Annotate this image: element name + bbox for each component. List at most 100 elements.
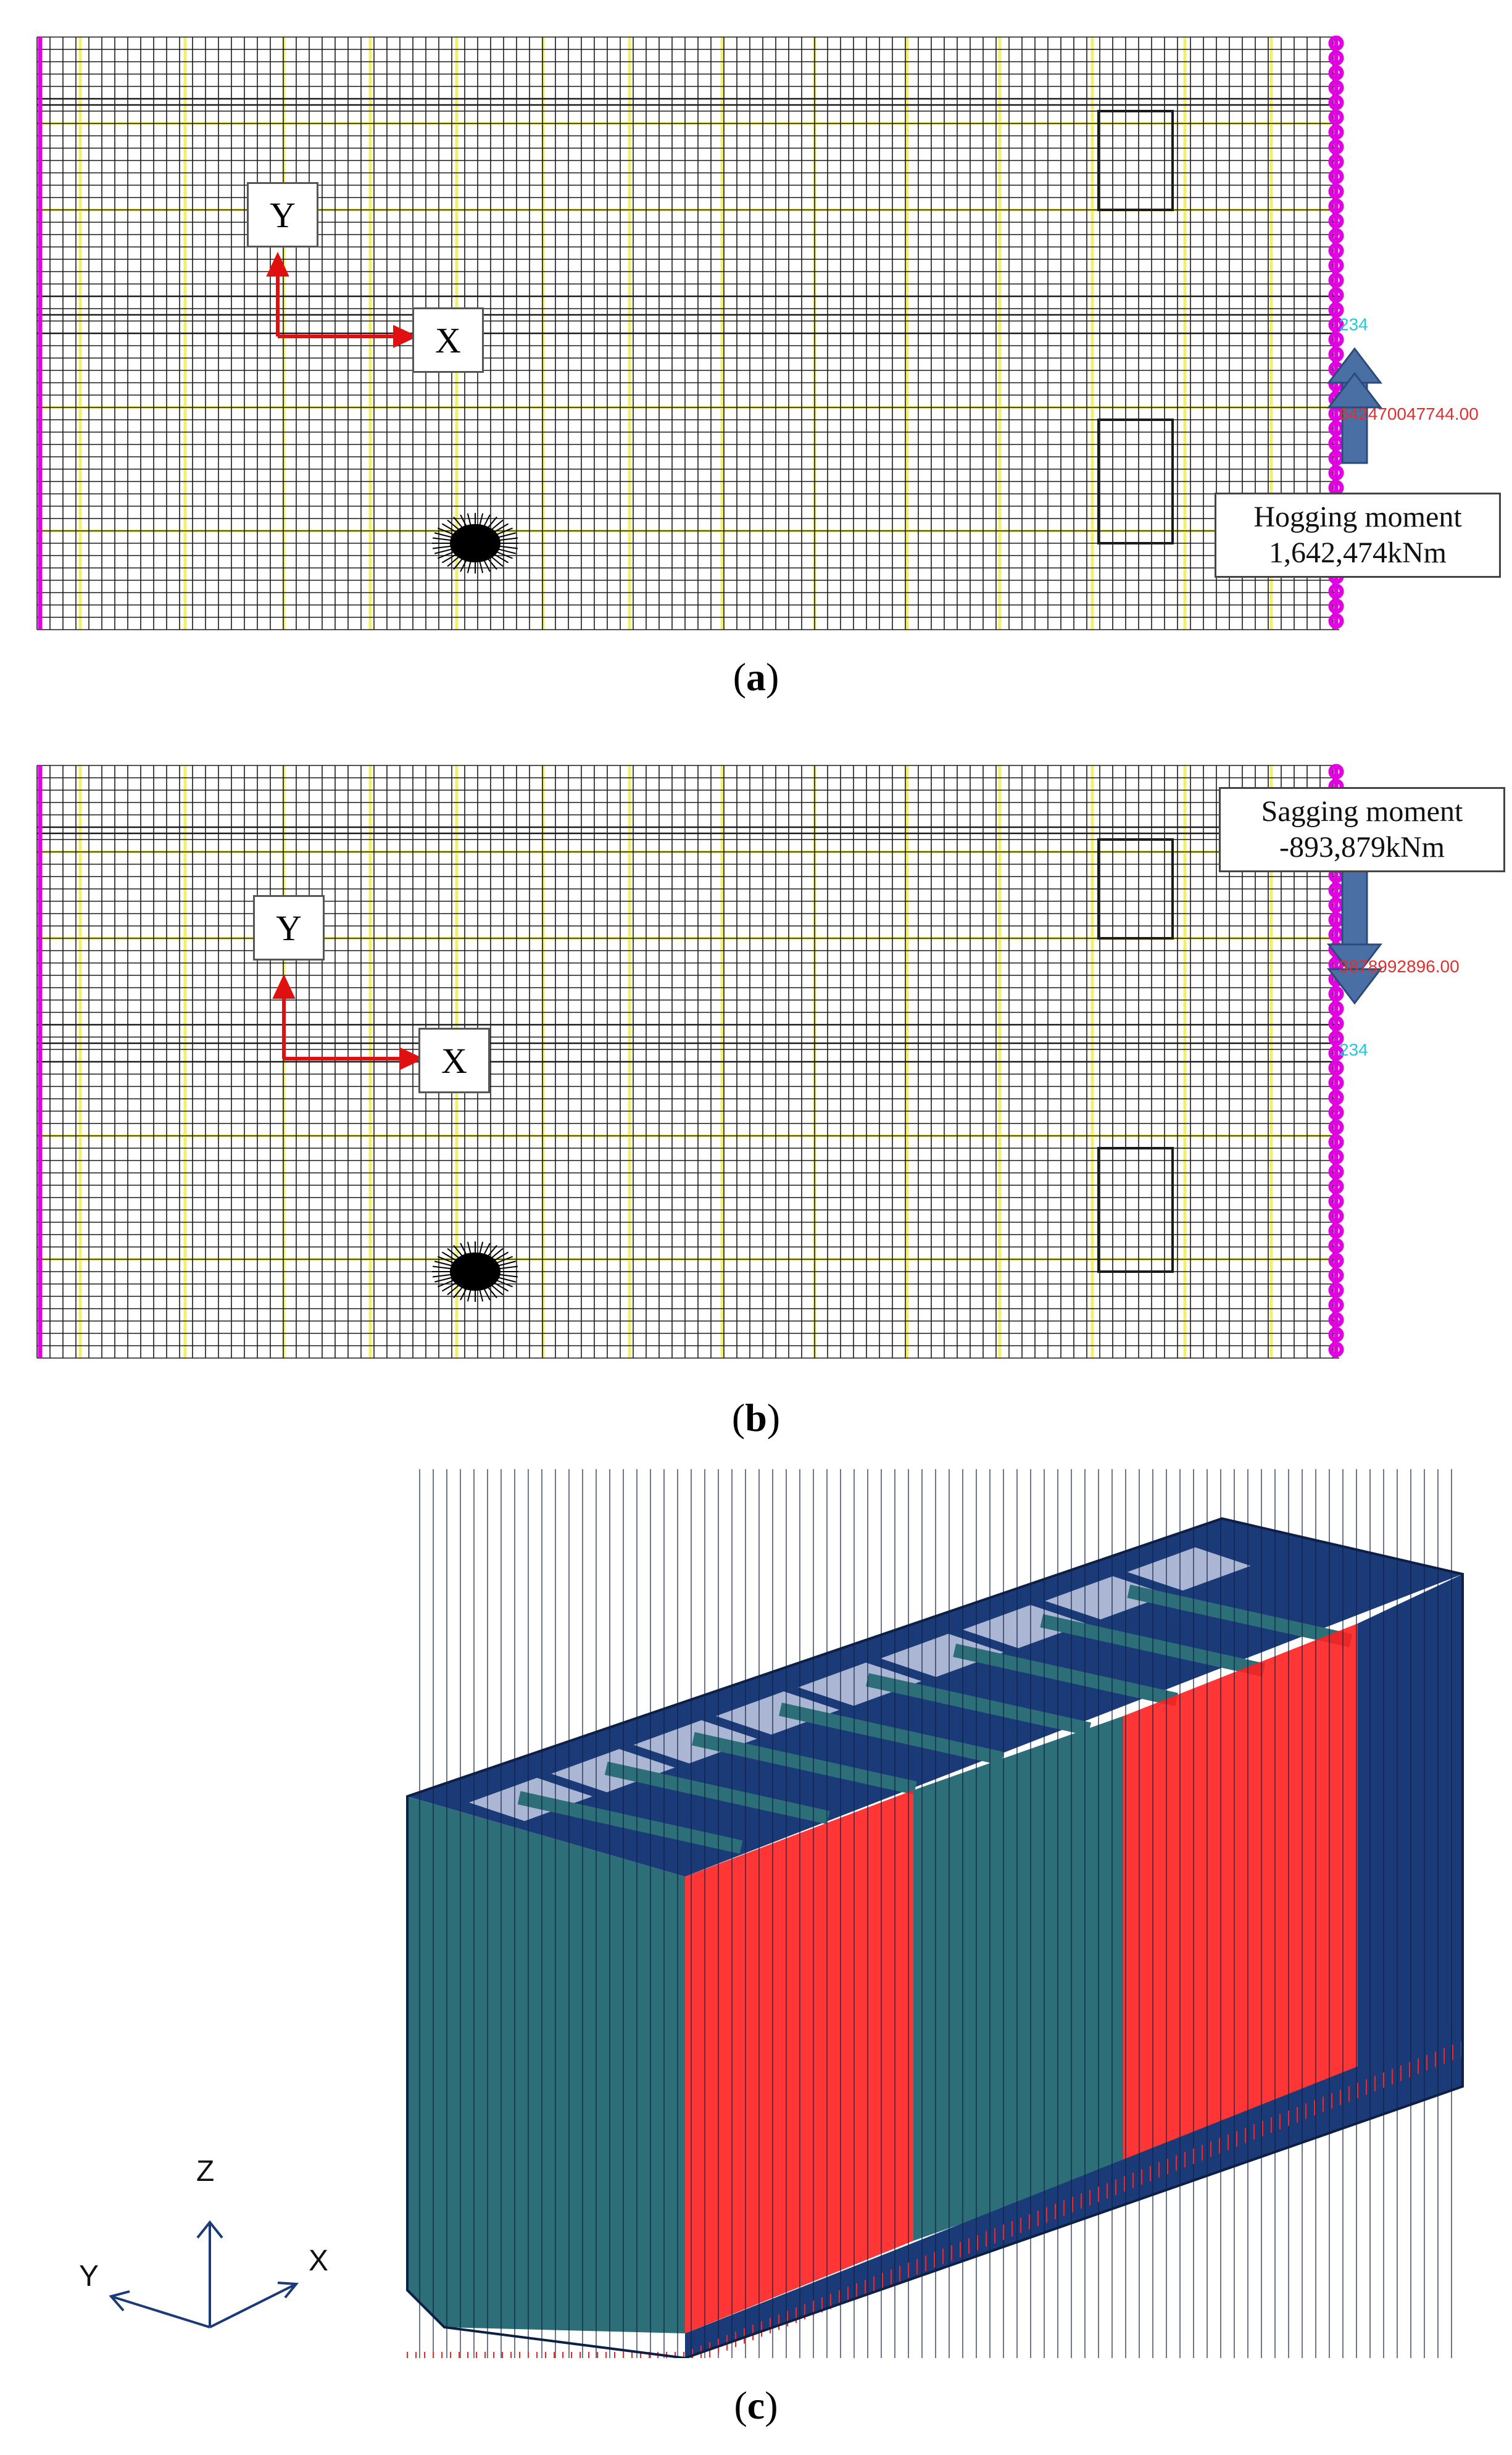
middle-bulkhead: [913, 1716, 1123, 2241]
y-axis-label-b: Y: [253, 895, 325, 961]
y-axis-arrowhead: [266, 251, 289, 277]
boundary-node: [1328, 80, 1344, 96]
deck-patch: [963, 1605, 1086, 1648]
x-axis-arrowhead: [399, 1047, 425, 1070]
boundary-node: [1328, 1238, 1344, 1254]
mesh-dense-lines: [37, 98, 1339, 335]
fem-mesh-lines: [419, 1469, 1452, 2358]
boundary-node: [1328, 109, 1344, 125]
hogging-callout-title: Hogging moment: [1253, 501, 1462, 533]
deck-stiffener: [953, 1643, 1179, 1707]
y-axis-text-b: Y: [276, 907, 302, 948]
deck-patch: [1127, 1547, 1251, 1591]
boundary-node: [1328, 50, 1344, 66]
boundary-node: [1328, 302, 1344, 318]
y-axis-arrowhead: [272, 973, 296, 999]
boundary-node: [1328, 1297, 1344, 1313]
hatch-opening: [1097, 110, 1174, 211]
moment-arrow-head: [1326, 943, 1383, 980]
hold-load-left: [685, 1790, 913, 2333]
deck-stiffener: [517, 1791, 743, 1854]
axis-arrows: [266, 251, 418, 348]
boundary-node: [1328, 287, 1344, 303]
boundary-node: [1328, 1015, 1344, 1032]
boundary-node: [1328, 1312, 1344, 1328]
boundary-node: [1328, 1208, 1344, 1224]
y-axis-text: Y: [79, 2260, 99, 2293]
boundary-node: [1328, 1193, 1344, 1209]
mesh-a: [36, 35, 1383, 630]
x-axis-text-a: X: [435, 320, 461, 361]
boundary-node: [1328, 317, 1344, 333]
boundary-node: [1328, 257, 1344, 273]
node-label-b: 234: [1339, 1040, 1368, 1059]
y-axis-text-a: Y: [270, 194, 296, 235]
boundary-node: [1328, 583, 1344, 599]
boundary-node: [1328, 465, 1344, 481]
deck-stiffener: [1127, 1585, 1353, 1648]
boundary-node: [1328, 94, 1344, 110]
boundary-node: [1328, 1149, 1344, 1165]
boundary-node: [1328, 1253, 1344, 1269]
moment-arrow-head: [1326, 968, 1383, 1005]
axis-triad: [109, 2220, 299, 2328]
panel-c: Z X Y: [0, 1469, 1512, 2358]
moment-arrow-shaft: [1341, 863, 1368, 958]
constraint-core: [450, 1253, 501, 1291]
boundary-node: [1328, 1045, 1344, 1061]
boundary-node: [1328, 1030, 1344, 1046]
boundary-node: [1328, 65, 1344, 81]
boundary-node: [1328, 1178, 1344, 1194]
fem-model: [406, 1469, 1464, 2358]
mesh-grid: [36, 764, 1383, 1359]
boundary-node: [1328, 1090, 1344, 1106]
hold-load-regions: [685, 1623, 1358, 2333]
boundary-node: [1328, 1223, 1344, 1239]
moment-arrow: [1326, 863, 1383, 1005]
y-axis-label-a: Y: [247, 182, 318, 248]
boundary-node: [1328, 1075, 1344, 1091]
x-axis-label-b: X: [418, 1028, 490, 1093]
boundary-node: [1328, 213, 1344, 229]
boundary-node: [1328, 169, 1344, 185]
moment-arrow: [1326, 347, 1383, 464]
hogging-callout-value: 1,642,474kNm: [1269, 536, 1447, 569]
boundary-node: [1328, 613, 1344, 629]
caption-c: (c): [734, 2383, 778, 2427]
end-bulkhead: [407, 1796, 685, 2333]
boundary-node: [1328, 1134, 1344, 1150]
boundary-node: [1328, 183, 1344, 199]
boundary-node: [1328, 35, 1344, 51]
sagging-callout-value: -893,879kNm: [1279, 831, 1445, 864]
boundary-node: [1328, 198, 1344, 214]
x-axis-label-a: X: [412, 307, 484, 373]
hold-load-right: [1123, 1623, 1358, 2167]
caption-b-letter: b: [745, 1396, 767, 1440]
constraint-cluster: [432, 513, 518, 573]
x-axis-text: X: [309, 2245, 329, 2277]
boundary-node: [1328, 124, 1344, 140]
boundary-node: [1328, 1267, 1344, 1283]
deck-stiffener: [866, 1673, 1091, 1736]
node-label-a: 234: [1339, 315, 1368, 334]
boundary-node: [1328, 764, 1344, 780]
moment-readout-b: 3878992896.00: [1339, 957, 1460, 976]
deck-patch: [880, 1633, 1004, 1677]
boundary-node: [1328, 1119, 1344, 1135]
y-axis-line: [110, 2295, 210, 2328]
boundary-node: [1328, 243, 1344, 259]
deck-stiffener: [779, 1703, 1004, 1765]
constraint-core: [450, 524, 501, 562]
boundary-node: [1328, 139, 1344, 155]
boundary-node: [1328, 1327, 1344, 1343]
deck-patch: [798, 1662, 922, 1706]
boundary-node: [1328, 598, 1344, 614]
boundary-node: [1328, 1104, 1344, 1120]
deck-stiffener: [604, 1761, 830, 1825]
boundary-node: [1328, 1341, 1344, 1357]
boundary-node: [1328, 346, 1344, 362]
boundary-node: [1328, 1282, 1344, 1298]
z-axis-text: Z: [196, 2155, 215, 2188]
boundary-node: [1328, 154, 1344, 170]
z-axis-arrowhead: [196, 2220, 223, 2239]
